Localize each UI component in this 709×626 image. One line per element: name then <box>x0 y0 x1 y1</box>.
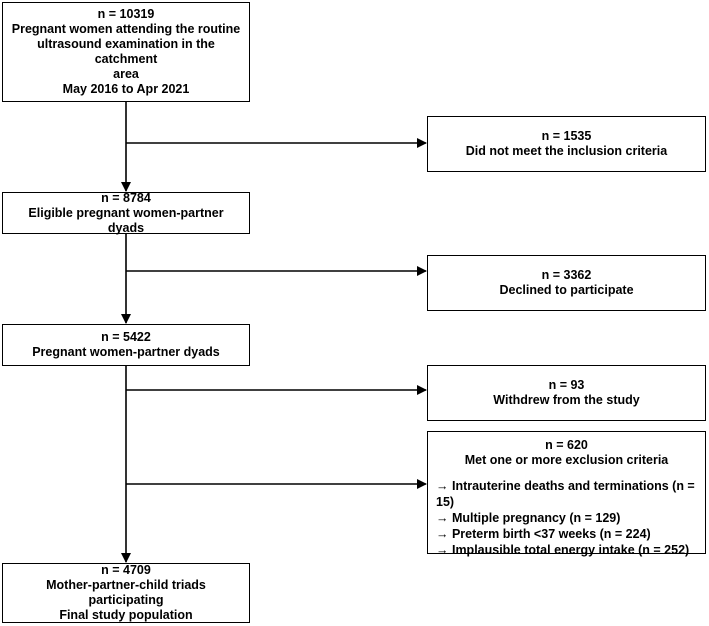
box-text: area <box>113 67 139 81</box>
box-pregnant-dyads: n = 5422 Pregnant women-partner dyads <box>2 324 250 366</box>
box-count: n = 8784 <box>101 190 151 205</box>
box-count: n = 1535 <box>541 129 592 143</box>
box-count: n = 5422 <box>101 330 151 344</box>
list-item: → Preterm birth <37 weeks (n = 224) <box>436 527 651 541</box>
box-exclusion-criteria: n = 620 Met one or more exclusion criter… <box>427 431 706 557</box>
list-item: → Intrauterine deaths and terminations (… <box>436 479 695 509</box>
box-count: n = 10319 <box>97 7 155 21</box>
list-item: → Implausible total energy intake (n = 2… <box>436 543 690 557</box>
box-exclusion-declined: n = 3362 Declined to participate <box>427 255 706 311</box>
box-exclusion-inclusion-criteria: n = 1535 Did not meet the inclusion crit… <box>427 116 706 172</box>
box-text: Pregnant women-partner dyads <box>32 345 220 359</box>
box-text: May 2016 to Apr 2021 <box>62 82 190 96</box>
box-count: n = 3362 <box>541 268 592 282</box>
box-text: Withdrew from the study <box>493 393 640 407</box>
box-text: ultrasound examination in the catchment <box>37 37 215 66</box>
box-exclusion-withdrew: n = 93 Withdrew from the study <box>427 365 706 421</box>
box-text: Declined to participate <box>499 283 634 297</box>
exclusion-criteria-list: → Intrauterine deaths and terminations (… <box>434 478 699 558</box>
box-text: Final study population <box>59 608 193 622</box>
box-initial-population: n = 10319 Pregnant women attending the r… <box>2 2 250 102</box>
box-eligible-dyads: n = 8784 Eligible pregnant women-partner… <box>2 190 250 235</box>
box-text: Met one or more exclusion criteria <box>464 453 669 467</box>
box-text: Did not meet the inclusion criteria <box>465 144 668 158</box>
box-text: Mother-partner-child triads participatin… <box>46 578 206 607</box>
box-final-population: n = 4709 Mother-partner-child triads par… <box>2 563 250 623</box>
box-text: Eligible pregnant women-partner dyads <box>28 205 224 235</box>
box-count: n = 4709 <box>101 563 151 577</box>
box-text: Pregnant women attending the routine <box>11 22 241 36</box>
box-count: n = 620 <box>545 438 588 452</box>
list-item: → Multiple pregnancy (n = 129) <box>436 511 621 525</box>
box-count: n = 93 <box>548 378 585 392</box>
